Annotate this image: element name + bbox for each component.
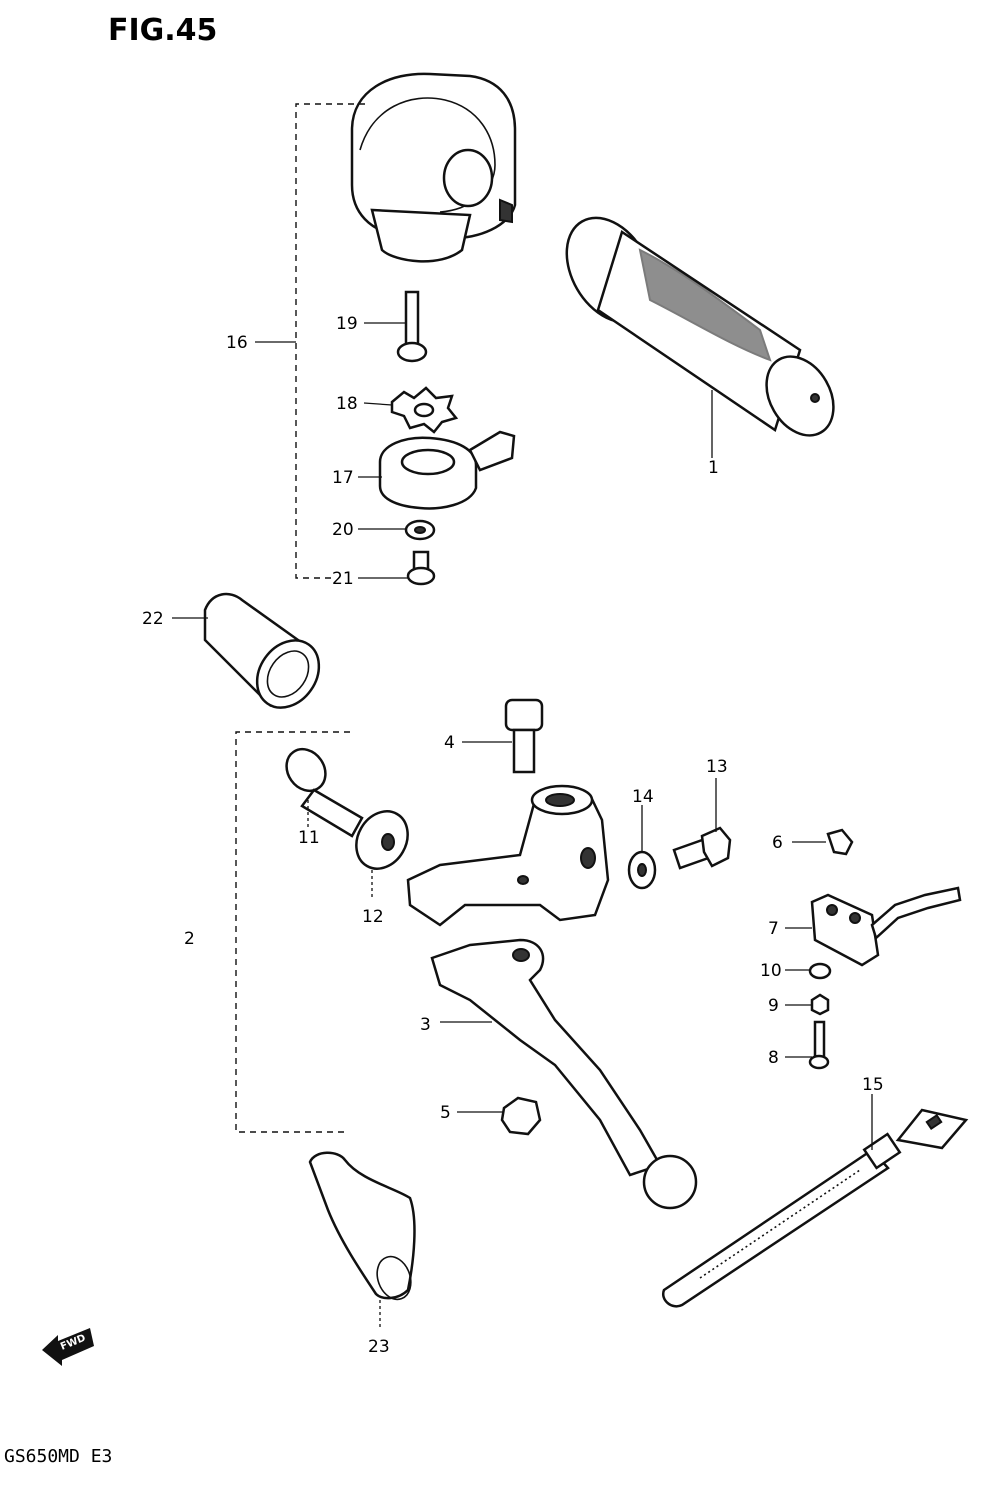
callout-5: 5	[440, 1103, 451, 1123]
part-6-screw	[826, 828, 854, 856]
callout-1: 1	[708, 458, 719, 478]
part-14-washer	[627, 850, 657, 890]
part-1-handlebar-grip	[565, 216, 835, 437]
callout-13: 13	[706, 757, 728, 777]
bracket-16	[295, 103, 365, 579]
part-10-washer	[808, 962, 832, 980]
callout-labels: 1 2 3 4 5 6 7 8 9 10 11 12 13 14 15 16 1…	[142, 314, 884, 1357]
callout-4: 4	[444, 733, 455, 753]
callout-17: 17	[332, 468, 354, 488]
figure-title: FIG.45	[108, 13, 217, 48]
part-7-clutch-switch	[810, 886, 962, 967]
part-13-bolt	[672, 826, 732, 870]
callout-22: 22	[142, 609, 164, 629]
part-19-screw	[396, 290, 428, 363]
part-17-cable-holder	[378, 430, 516, 510]
part-23-cover	[308, 1151, 416, 1301]
part-4-bolt	[504, 698, 544, 774]
part-12-collar	[355, 810, 409, 870]
callout-20: 20	[332, 520, 354, 540]
callout-11: 11	[298, 828, 320, 848]
callout-16: 16	[226, 333, 248, 353]
callout-18: 18	[336, 394, 358, 414]
bracket-2	[235, 731, 350, 1133]
part-20-washer	[404, 519, 436, 541]
part-2-lever-bracket	[406, 784, 610, 927]
part-8-screw	[808, 1020, 830, 1070]
callout-7: 7	[768, 919, 779, 939]
callout-19: 19	[336, 314, 358, 334]
callout-12: 12	[362, 907, 384, 927]
part-18-star-washer	[390, 386, 459, 434]
model-code: GS650MD E3	[4, 1446, 112, 1467]
callout-2: 2	[184, 929, 195, 949]
callout-23: 23	[368, 1337, 390, 1357]
part-15-cable-tie	[661, 1108, 969, 1308]
forward-arrow-icon: FWD	[42, 1328, 94, 1366]
part-11-pivot-bolt	[285, 747, 364, 838]
callout-10: 10	[760, 961, 782, 981]
part-9-nut	[810, 993, 830, 1016]
part-5-nut	[500, 1096, 542, 1136]
callout-14: 14	[632, 787, 654, 807]
callout-21: 21	[332, 569, 354, 589]
part-3-clutch-lever	[430, 938, 698, 1210]
callout-15: 15	[862, 1075, 884, 1095]
callout-9: 9	[768, 996, 779, 1016]
callout-6: 6	[772, 833, 783, 853]
callout-8: 8	[768, 1048, 779, 1068]
part-21-bolt	[406, 550, 436, 586]
part-16-switch-housing	[350, 72, 517, 263]
callout-3: 3	[420, 1015, 431, 1035]
part-22-rubber-boot	[203, 592, 321, 709]
leader-lines	[172, 322, 873, 1330]
